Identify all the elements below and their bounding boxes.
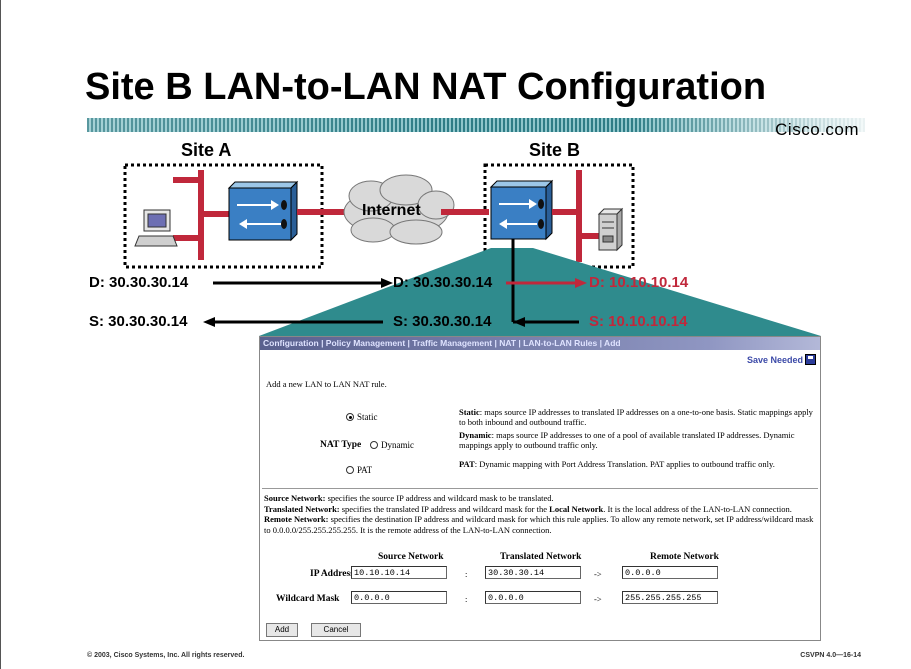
save-needed-label: Save Needed [746,354,803,365]
column-translated-network: Translated Network [500,552,582,562]
translated-ip-input[interactable] [485,566,581,579]
radio-dynamic-label: Dynamic [381,440,414,450]
row1-middle-label: D: 30.30.30.14 [393,274,493,291]
save-disk-icon [805,354,816,365]
pat-description: PAT: Dynamic mapping with Port Address T… [459,459,775,469]
server-icon [597,207,624,252]
add-button[interactable]: Add [266,623,298,637]
radio-pat-label: PAT [357,465,373,475]
static-description: Static: maps source IP addresses to tran… [459,407,813,427]
site-b-lan [552,170,599,262]
title-underline-fade [87,118,865,132]
radio-static-label: Static [357,412,378,422]
config-window: Configuration | Policy Management | Traf… [259,336,821,641]
mask-colon: : [465,594,468,604]
internet-cloud-icon [343,174,455,245]
row2-right-label: S: 10.10.10.14 [589,313,688,330]
cancel-button[interactable]: Cancel [311,623,361,637]
nat-type-label: NAT Type [320,440,362,450]
network-notes: Source Network: specifies the source IP … [264,493,816,535]
vpn-concentrator-b-icon [489,179,554,241]
row1-right-label: D: 10.10.10.14 [589,274,689,291]
intro-text: Add a new LAN to LAN NAT rule. [266,379,387,389]
pc-icon [134,209,178,247]
site-b-label: Site B [529,140,581,160]
column-remote-network: Remote Network [650,552,719,562]
course-code-footer: CSVPN 4.0—16-14 [800,652,861,659]
radio-pat[interactable]: PAT [346,465,372,475]
remote-note: Remote Network: specifies the destinatio… [264,514,814,535]
dynamic-description: Dynamic: maps source IP addresses to one… [459,430,795,450]
ip-colon: : [465,569,468,579]
translated-mask-input[interactable] [485,591,581,604]
mask-arrow: -> [594,594,602,604]
wildcard-mask-label: Wildcard Mask [276,594,340,604]
column-source-network: Source Network [378,552,444,562]
ip-arrow: -> [594,569,602,579]
source-ip-input[interactable] [351,566,447,579]
source-note: Source Network: specifies the source IP … [264,493,554,503]
remote-mask-input[interactable] [622,591,718,604]
row2-middle-label: S: 30.30.30.14 [393,313,492,330]
section-divider [262,488,818,489]
internet-label: Internet [362,202,421,219]
radio-static-circle[interactable] [346,413,354,421]
site-a-box [123,163,324,269]
site-a-label: Site A [181,140,232,160]
row2-left-label: S: 30.30.30.14 [89,313,188,330]
save-needed-link[interactable]: Save Needed [747,354,816,365]
network-diagram [123,163,821,336]
row1-left-label: D: 30.30.30.14 [89,274,189,291]
radio-dynamic[interactable]: Dynamic [370,440,414,450]
remote-ip-input[interactable] [622,566,718,579]
slide-title: Site B LAN-to-LAN NAT Configuration [85,66,767,108]
radio-dynamic-circle[interactable] [370,441,378,449]
vpn-concentrator-a-icon [227,180,299,242]
radio-pat-circle[interactable] [346,466,354,474]
ip-address-label: IP Address [310,569,354,579]
source-mask-input[interactable] [351,591,447,604]
radio-static[interactable]: Static [346,412,378,422]
copyright-footer: © 2003, Cisco Systems, Inc. All rights r… [87,652,245,659]
translated-note: Translated Network: specifies the transl… [264,503,792,514]
site-a-lan [173,170,229,260]
cisco-com-label: Cisco.com [775,120,859,139]
breadcrumb[interactable]: Configuration | Policy Management | Traf… [260,337,820,350]
zoom-projection [259,248,821,336]
